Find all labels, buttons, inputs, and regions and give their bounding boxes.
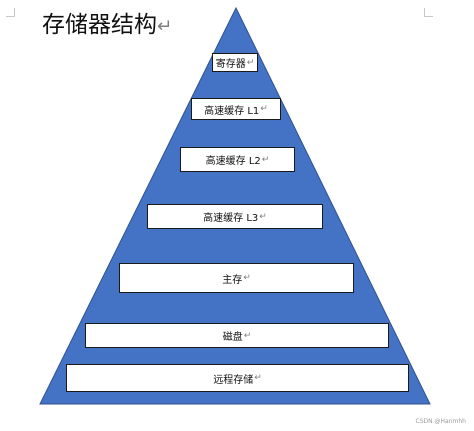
layer-label: 主存 xyxy=(222,274,243,286)
watermark: CSDN @Hanmhh xyxy=(415,418,466,425)
layer-label: 高速缓存 L3 xyxy=(203,213,259,224)
layer-label: 磁盘 xyxy=(222,332,243,343)
paragraph-mark-icon: ↵ xyxy=(259,211,267,222)
layer-registers: 寄存器↵ xyxy=(212,53,258,72)
corner-crop-mark-right xyxy=(424,8,433,17)
paragraph-mark-icon: ↵ xyxy=(243,273,251,283)
paragraph-mark-icon: ↵ xyxy=(254,373,262,383)
paragraph-mark-icon: ↵ xyxy=(157,16,173,37)
paragraph-mark-icon: ↵ xyxy=(261,154,270,165)
layer-disk: 磁盘↵ xyxy=(85,323,389,348)
paragraph-mark-icon: ↵ xyxy=(243,330,252,341)
layer-label: 远程存储 xyxy=(213,374,254,386)
layer-cache-l3: 高速缓存 L3↵ xyxy=(147,204,323,229)
layer-label: 寄存器 xyxy=(215,59,246,70)
layer-main-memory: 主存↵ xyxy=(119,263,354,293)
corner-crop-mark-left xyxy=(6,8,15,17)
paragraph-mark-icon: ↵ xyxy=(246,57,255,68)
layer-label: 高速缓存 L1 xyxy=(204,105,260,117)
diagram-title: 存储器结构↵ xyxy=(42,10,172,42)
diagram-title-text: 存储器结构 xyxy=(42,12,157,38)
paragraph-mark-icon: ↵ xyxy=(260,104,268,114)
layer-cache-l1: 高速缓存 L1↵ xyxy=(191,98,281,120)
layer-remote-storage: 远程存储↵ xyxy=(66,364,409,392)
layer-cache-l2: 高速缓存 L2↵ xyxy=(180,147,295,172)
layer-label: 高速缓存 L2 xyxy=(205,156,261,167)
